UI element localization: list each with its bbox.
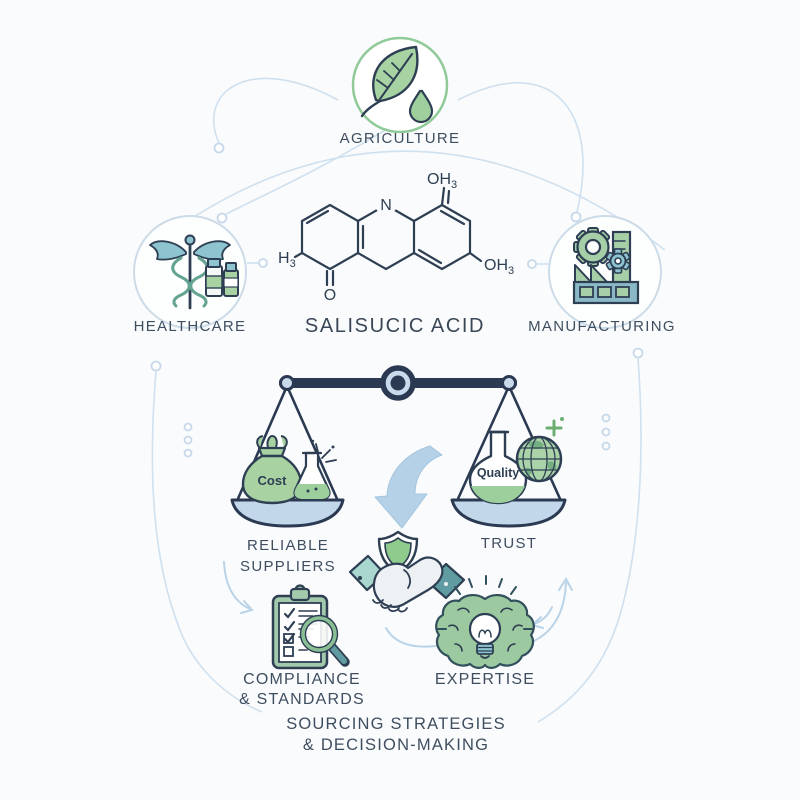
- small-arrow-to-brain: [529, 606, 553, 629]
- atom-o: O: [324, 287, 336, 304]
- sector-agriculture: [351, 36, 449, 134]
- healthcare-label: HEALTHCARE: [134, 318, 247, 335]
- quality-label: Quality: [477, 466, 519, 480]
- compliance-label-line2: & STANDARDS: [239, 691, 365, 708]
- money-bag-icon: Cost: [241, 434, 303, 505]
- small-arrow-up-trust: [533, 577, 573, 642]
- atom-oh-right: OH3: [484, 257, 514, 277]
- atom-n: N: [380, 197, 392, 214]
- connector-lines: [139, 77, 666, 723]
- round-flask-icon: Quality: [468, 430, 528, 505]
- down-arrow: [374, 445, 443, 529]
- atom-h-left: H3: [278, 250, 296, 270]
- small-arrow-to-clipboard: [223, 561, 254, 614]
- plus-sparkle-icon: [545, 417, 564, 437]
- agriculture-label: AGRICULTURE: [340, 130, 461, 147]
- dots-right: [601, 413, 611, 451]
- left-pan: [230, 498, 345, 528]
- checklist-magnifier-icon: [271, 584, 350, 670]
- leaf-droplet-icon: [360, 45, 434, 124]
- compliance-label-line1: COMPLIANCE: [243, 671, 361, 688]
- trust-label: TRUST: [481, 535, 538, 552]
- reliable-suppliers-label-line1: RELIABLE: [247, 537, 329, 554]
- atom-oh-top: OH3: [427, 171, 457, 191]
- erlenmeyer-flask-icon: [293, 439, 337, 501]
- handshake-icon: [348, 554, 466, 613]
- molecule-structure: N OH3 OH3 H3 O: [278, 171, 514, 304]
- big-gear: [573, 227, 611, 267]
- caduceus-medicine-icon: [149, 234, 239, 310]
- expertise-label: EXPERTISE: [435, 671, 535, 688]
- right-pan: [450, 498, 567, 528]
- globe-icon: [515, 435, 563, 483]
- sparkle-marks: [315, 443, 337, 463]
- n-label-mask: [375, 193, 397, 215]
- dots-left: [183, 422, 193, 458]
- cost-label: Cost: [258, 473, 288, 488]
- idea-rays: [437, 575, 533, 630]
- balance-scale: Cost Quality: [230, 365, 567, 528]
- brain-lightbulb-icon: [435, 575, 535, 669]
- reliable-suppliers-label-line2: SUPPLIERS: [240, 558, 336, 575]
- factory-gears-icon: [572, 227, 640, 305]
- small-arc-under-handshake: [385, 627, 437, 648]
- sector-healthcare: [133, 215, 247, 329]
- small-gear: [605, 248, 631, 274]
- molecule-title: SALISUCIC ACID: [305, 315, 485, 337]
- footer-line1: SOURCING STRATEGIES: [286, 715, 506, 733]
- footer-line2: & DECISION-MAKING: [303, 736, 489, 754]
- sector-manufacturing: [548, 215, 662, 329]
- manufacturing-label: MANUFACTURING: [528, 318, 676, 335]
